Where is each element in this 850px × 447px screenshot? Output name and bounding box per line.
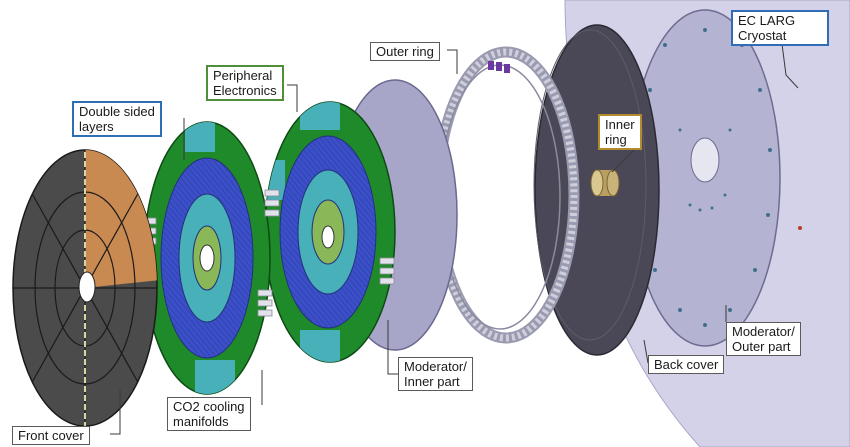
double-sided-layers-label: Double sided layers [72, 101, 162, 137]
detector-layer-board-rear [264, 101, 396, 363]
inner-ring-label: Inner ring [598, 114, 642, 150]
inner-ring-cylinder [590, 169, 620, 197]
moderator-inner-part-label: Moderator/ Inner part [398, 357, 473, 391]
front-cover-label: Front cover [12, 426, 90, 445]
moderator-outer-part-label: Moderator/ Outer part [726, 322, 801, 356]
detector-layer-board-front [143, 121, 271, 395]
co2-cooling-manifolds-label: CO2 cooling manifolds [167, 397, 251, 431]
leader-lines [110, 43, 799, 435]
ec-larg-cryostat-label: EC LARG Cryostat [731, 10, 829, 46]
peripheral-electronics-label: Peripheral Electronics [206, 65, 284, 101]
back-cover-label: Back cover [648, 355, 725, 374]
front-cover-disk [12, 149, 158, 427]
outer-ring-label: Outer ring [370, 42, 440, 61]
cryostat-marker [798, 226, 802, 230]
